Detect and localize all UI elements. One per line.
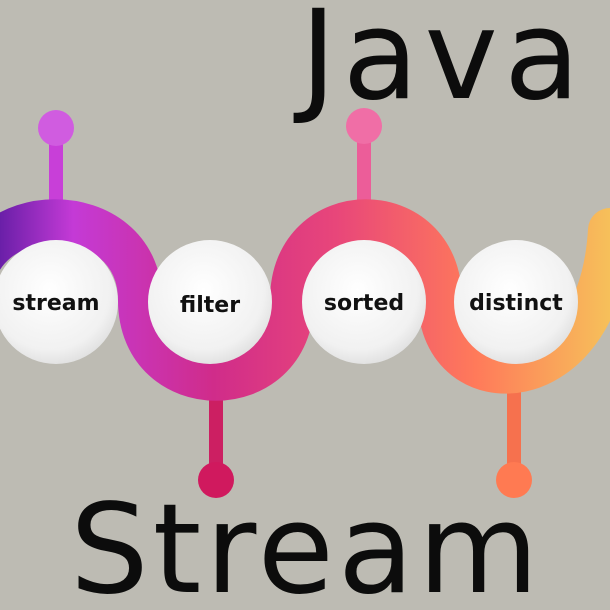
node-filter: filter [148, 240, 272, 364]
pipeline-ribbon [0, 199, 610, 401]
node-distinct-label: distinct [469, 291, 563, 316]
node-stream-label: stream [12, 291, 99, 316]
title-java: Java [300, 0, 586, 128]
node-filter-label: filter [180, 293, 240, 318]
node-distinct: distinct [454, 240, 578, 364]
node-stream: stream [0, 240, 118, 364]
title-stream: Stream [70, 478, 543, 610]
node-sorted-label: sorted [324, 291, 404, 316]
pin-distinct [496, 373, 532, 498]
node-sorted: sorted [302, 240, 426, 364]
